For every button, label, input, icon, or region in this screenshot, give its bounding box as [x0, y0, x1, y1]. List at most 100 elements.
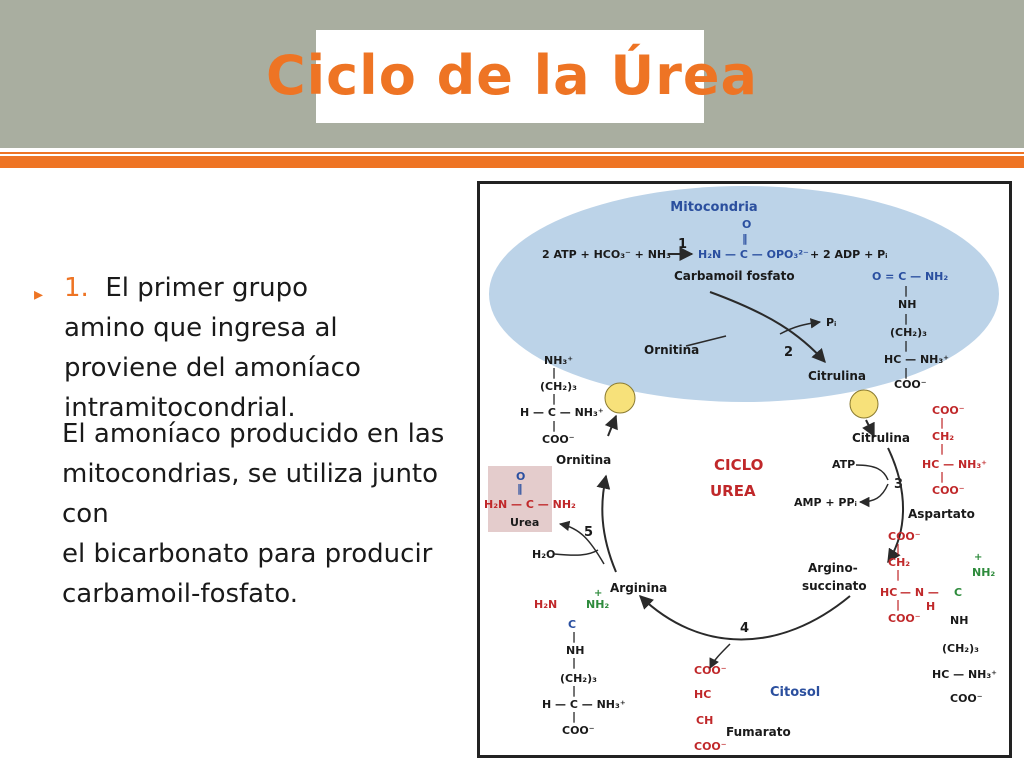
urea-formula: H₂N — C — NH₂ — [484, 498, 576, 511]
title-box — [316, 30, 704, 123]
citrulline-cytosol-label: Citrulina — [852, 431, 910, 445]
ornithine-mito-label: Ornitina — [644, 343, 699, 357]
ornithine-cytosol-label: Ornitina — [556, 453, 611, 467]
paragraph-line-1: El amoníaco producido en las — [62, 419, 445, 449]
arginine-c: C — [568, 618, 576, 631]
arginine-label: Arginina — [610, 581, 667, 595]
argsucc-bond3: | — [896, 598, 900, 611]
argsucc-bond2: | — [896, 568, 900, 581]
citrulline-nh: NH — [898, 298, 916, 311]
carbamoyl-o: O — [742, 218, 751, 231]
citrulline-coo: COO⁻ — [894, 378, 927, 391]
argsucc-c: C — [954, 586, 962, 599]
ornithine-bond3: | — [552, 419, 556, 432]
argsucc-chain-ch2-3: (CH₂)₃ — [942, 642, 979, 655]
argsucc-h: H — [926, 600, 935, 613]
aspartate-bond: | — [940, 416, 944, 429]
water-label: H₂O — [532, 548, 555, 561]
bullet-line-1-text: El primer grupo — [105, 273, 309, 303]
citrulline-bond4: | — [904, 366, 908, 379]
citrulline-ch2-3: (CH₂)₃ — [890, 326, 927, 339]
fumarate-ch: CH — [696, 714, 713, 727]
carbamoyl-double-bond: ‖ — [742, 232, 748, 245]
bullet-text: 1. El primer grupo amino que ingresa al … — [64, 268, 464, 428]
argsucc-chain-hc-nh3: HC — NH₃⁺ — [932, 668, 997, 681]
cycle-arrow-right — [887, 447, 904, 564]
divider-thick — [0, 156, 1024, 168]
aspartate-hc-nh3: HC — NH₃⁺ — [922, 458, 987, 471]
ornithine-transporter — [604, 382, 636, 414]
atp-input-arrow — [855, 464, 889, 481]
step2-arrow — [709, 291, 826, 364]
arginine-h2n: H₂N — [534, 598, 557, 611]
fumarate-release-arrow — [709, 643, 731, 669]
argsucc-coo-top: COO⁻ — [888, 530, 921, 543]
arginine-ch2-3: (CH₂)₃ — [560, 672, 597, 685]
amp-output-arrow — [858, 483, 889, 508]
water-input-arrow — [553, 549, 599, 556]
step-2-label: 2 — [784, 345, 793, 360]
argsucc-ch2: CH₂ — [888, 556, 910, 569]
aspartate-ch2: CH₂ — [932, 430, 954, 443]
paragraph-line-5: carbamoil-fosfato. — [62, 579, 299, 609]
urea-o: O — [516, 470, 525, 483]
arginine-bond2: | — [572, 656, 576, 669]
step-5-label: 5 — [584, 525, 593, 540]
bullet-line-1: 1. El primer grupo — [64, 268, 464, 308]
arginine-nh2: NH₂ — [586, 598, 609, 611]
body-paragraph: El amoníaco producido en las mitocondria… — [62, 414, 532, 614]
atp-label: ATP — [832, 458, 855, 471]
bullet-number: 1. — [64, 273, 89, 303]
ornithine-ch2-3: (CH₂)₃ — [540, 380, 577, 393]
paragraph-line-3: con — [62, 499, 109, 529]
mitochondrion-region — [489, 186, 999, 402]
citrulline-urea-group: O = C — NH₂ — [872, 270, 948, 283]
ornithine-to-step2 — [685, 335, 727, 347]
bullet-arrow-icon: ▸ — [34, 284, 44, 305]
argsucc-chain-nh: NH — [950, 614, 968, 627]
arginine-bond1: | — [572, 630, 576, 643]
paragraph-line-2: mitocondrias, se utiliza junto — [62, 459, 439, 489]
step1-reagents: 2 ATP + HCO₃⁻ + NH₃ — [542, 248, 671, 261]
argininosuccinate-label-2: succinato — [802, 579, 867, 593]
bullet-line-4: intramitocondrial. — [64, 393, 296, 423]
cytosol-label: Citosol — [770, 685, 820, 700]
arginine-coo: COO⁻ — [562, 724, 595, 737]
argsucc-hc: HC — [880, 586, 897, 599]
citrulline-mito-label: Citrulina — [808, 369, 866, 383]
cycle-arrow-left — [596, 474, 617, 573]
citrulline-hc-nh3: HC — NH₃⁺ — [884, 353, 949, 366]
ornithine-import-arrow — [604, 414, 618, 437]
ornithine-nh3: NH₃⁺ — [544, 354, 573, 367]
bullet-line-2: amino que ingresa al — [64, 313, 338, 343]
cycle-arrow-bottom — [638, 595, 851, 641]
citrulline-export-arrow — [862, 419, 875, 438]
argsucc-nh2: NH₂ — [972, 566, 995, 579]
arginine-h-c-nh3: H — C — NH₃⁺ — [542, 698, 626, 711]
urea-cycle-diagram: Mitocondria 2 ATP + HCO₃⁻ + NH₃ 1 O ‖ H₂… — [477, 181, 1012, 758]
slide-title: Ciclo de la Úrea — [266, 44, 758, 107]
argsucc-bond1: | — [896, 542, 900, 555]
ornithine-bond2: | — [552, 392, 556, 405]
aspartate-bond3: | — [940, 470, 944, 483]
pi-release-arrow — [779, 318, 822, 335]
divider-thin — [0, 152, 1024, 154]
aspartate-coo-bottom: COO⁻ — [932, 484, 965, 497]
mitochondria-label: Mitocondria — [670, 200, 757, 215]
citrulline-bond2: | — [904, 312, 908, 325]
argininosuccinate-label-1: Argino- — [808, 561, 858, 575]
bullet-line-3: proviene del amoníaco — [64, 353, 361, 383]
fumarate-hc: HC — [694, 688, 711, 701]
carbamoyl-phosphate-formula: H₂N — C — OPO₃²⁻ — [698, 248, 809, 261]
ornithine-bond: | — [552, 366, 556, 379]
step-1-label: 1 — [678, 237, 687, 252]
arginine-bond3: | — [572, 684, 576, 697]
argsucc-coo-bottom: COO⁻ — [888, 612, 921, 625]
cycle-label-line1: CICLO — [714, 456, 763, 474]
argsucc-plus: + — [974, 552, 982, 563]
argsucc-n-link: — N — — [900, 586, 939, 599]
ornithine-coo: COO⁻ — [542, 433, 575, 446]
urea-release-arrow — [558, 520, 605, 565]
fumarate-label: Fumarato — [726, 725, 791, 739]
citrulline-bond: | — [904, 284, 908, 297]
